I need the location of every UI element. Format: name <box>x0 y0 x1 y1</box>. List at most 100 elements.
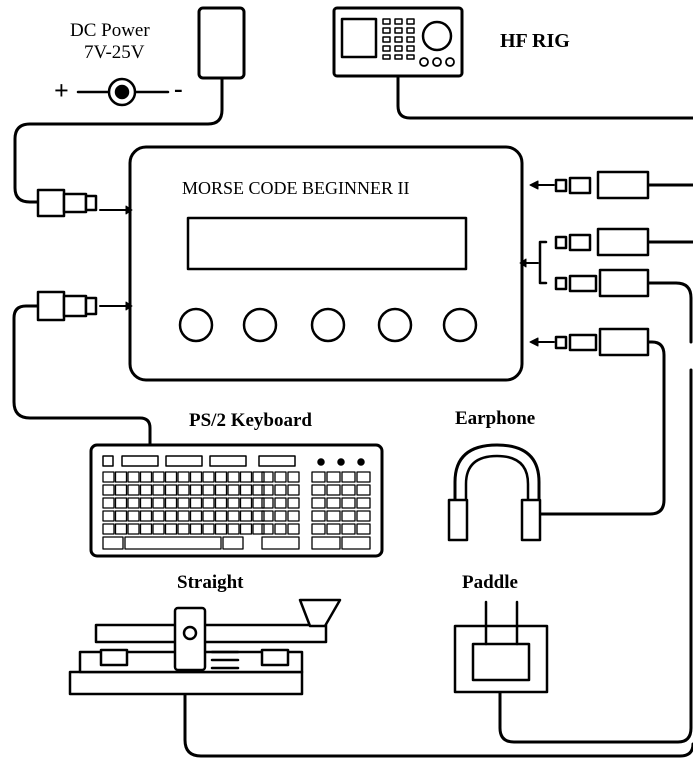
keyboard-key <box>341 497 356 509</box>
keyboard-key <box>274 484 287 496</box>
keyboard-key <box>227 484 240 496</box>
keyboard-key <box>102 471 115 483</box>
keyboard-key <box>139 523 153 535</box>
keyboard-key <box>356 497 371 509</box>
keyboard-key <box>287 497 300 509</box>
keyboard-key <box>177 523 190 535</box>
keyboard-label: PS/2 Keyboard <box>189 410 312 431</box>
keyboard-key <box>177 510 190 522</box>
keyboard-key <box>114 471 128 483</box>
keyboard-key <box>227 497 240 509</box>
keyboard-key <box>227 523 240 535</box>
keyboard-key <box>326 484 341 496</box>
keyboard-key <box>274 510 287 522</box>
keyboard-key <box>341 510 356 522</box>
keyboard-key <box>114 523 128 535</box>
keyboard-key <box>356 523 371 535</box>
plus-label: + <box>54 76 69 105</box>
keyboard-key <box>102 497 115 509</box>
keyboard-key <box>139 510 153 522</box>
keyboard-key <box>326 510 341 522</box>
hf-rig <box>332 6 464 78</box>
keyboard-key <box>356 471 371 483</box>
keyboard-key <box>202 471 215 483</box>
power-cable <box>13 76 224 204</box>
voltage-label: 7V-25V <box>84 42 145 63</box>
keyboard-key <box>114 497 128 509</box>
jack-plug-4 <box>529 327 650 357</box>
keyboard-key <box>177 497 190 509</box>
earphone-label: Earphone <box>455 408 536 429</box>
keyboard-key <box>287 523 300 535</box>
jack-plug-2 <box>519 227 650 285</box>
keyboard-key <box>127 484 140 496</box>
earphone-cable <box>535 340 666 516</box>
keyboard-key <box>102 536 124 550</box>
paddle-key <box>453 600 549 694</box>
device-button-1 <box>178 307 214 343</box>
keyboard-key <box>177 484 190 496</box>
paddle-label: Paddle <box>462 572 518 593</box>
keyboard-key <box>214 497 228 509</box>
keyboard-key <box>261 497 274 509</box>
keyboard-key <box>124 536 222 550</box>
keyboard-key <box>252 523 265 535</box>
keyboard-key <box>189 523 203 535</box>
keyboard-key <box>164 471 178 483</box>
keyboard-key <box>189 484 203 496</box>
ps2-keyboard <box>89 443 384 558</box>
keyboard-key <box>252 471 265 483</box>
keyboard-key <box>239 523 253 535</box>
keyboard-key <box>114 510 128 522</box>
keyboard-key <box>227 471 240 483</box>
keyboard-key <box>326 471 341 483</box>
lcd-display <box>186 216 468 271</box>
keyboard-key <box>311 510 326 522</box>
keyboard-key <box>152 497 165 509</box>
keyboard-key <box>341 523 356 535</box>
hf-rig-label: HF RIG <box>500 30 570 52</box>
minus-label: - <box>174 74 183 103</box>
rig-cable <box>396 76 693 120</box>
straight-label: Straight <box>177 572 244 593</box>
keyboard-key <box>356 484 371 496</box>
earphone <box>447 443 542 542</box>
keyboard-key <box>222 536 244 550</box>
keyboard-key <box>214 471 228 483</box>
keyboard-key <box>239 471 253 483</box>
straight-key <box>68 598 342 696</box>
keyboard-key <box>341 484 356 496</box>
keyboard-key <box>189 497 203 509</box>
keyboard-key <box>102 523 115 535</box>
keyboard-key <box>252 497 265 509</box>
keyboard-key <box>152 523 165 535</box>
keyboard-key <box>239 497 253 509</box>
keyboard-key <box>261 536 300 550</box>
keyboard-key <box>326 497 341 509</box>
keyboard-key <box>311 484 326 496</box>
keyboard-key <box>139 471 153 483</box>
keyboard-key <box>252 484 265 496</box>
keyboard-key <box>239 510 253 522</box>
device-button-3 <box>310 307 346 343</box>
keyboard-key <box>274 497 287 509</box>
device-button-2 <box>242 307 278 343</box>
keyboard-key <box>261 471 274 483</box>
keyboard-key <box>139 497 153 509</box>
keyboard-key <box>164 484 178 496</box>
keyboard-key <box>214 484 228 496</box>
keyboard-key <box>227 510 240 522</box>
keyboard-key <box>261 510 274 522</box>
power-adapter <box>197 6 246 80</box>
straight-cable <box>183 691 693 758</box>
dc-jack-symbol <box>76 77 170 107</box>
device-button-5 <box>442 307 478 343</box>
keyboard-key <box>152 510 165 522</box>
keyboard-key <box>274 523 287 535</box>
keyboard-key <box>127 523 140 535</box>
keyboard-key <box>252 510 265 522</box>
keyboard-key <box>311 497 326 509</box>
keyboard-key <box>311 536 341 550</box>
keyboard-key <box>139 484 153 496</box>
